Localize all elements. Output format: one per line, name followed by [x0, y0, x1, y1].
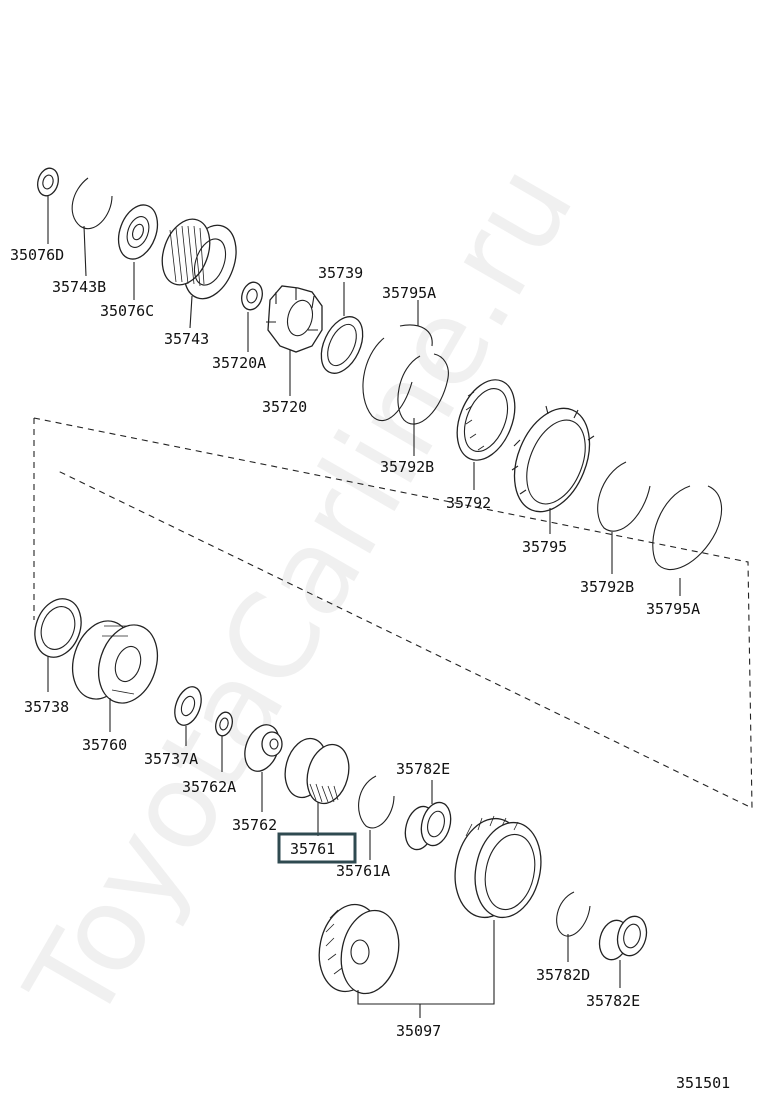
label-35076C[interactable]: 35076C: [100, 302, 154, 320]
label-35792B-right[interactable]: 35792B: [580, 578, 634, 596]
part-35792B-right[interactable]: [597, 461, 651, 532]
label-35743[interactable]: 35743: [164, 330, 209, 348]
label-35795A-right[interactable]: 35795A: [646, 600, 700, 618]
part-35782D[interactable]: [556, 891, 591, 937]
highlight-box-35761: [277, 832, 357, 864]
diagram-code: 351501: [676, 1074, 730, 1092]
part-35792[interactable]: [446, 371, 526, 468]
label-35792B-top[interactable]: 35792B: [380, 458, 434, 476]
label-35782E-bottom[interactable]: 35782E: [586, 992, 640, 1010]
part-35097-drum[interactable]: [446, 812, 549, 924]
part-35762A[interactable]: [213, 710, 235, 737]
label-35760[interactable]: 35760: [82, 736, 127, 754]
label-35739[interactable]: 35739: [318, 264, 363, 282]
leader-lines: [47, 196, 681, 1018]
part-35782E-upper[interactable]: [401, 799, 455, 853]
part-35782E-lower[interactable]: [595, 913, 650, 963]
part-35795A-right[interactable]: [652, 485, 723, 571]
part-35795A-upper[interactable]: [362, 324, 433, 422]
part-35762[interactable]: [239, 720, 285, 776]
label-35782D[interactable]: 35782D: [536, 966, 590, 984]
label-35737A[interactable]: 35737A: [144, 750, 198, 768]
label-35795A-top[interactable]: 35795A: [382, 284, 436, 302]
label-35097[interactable]: 35097: [396, 1022, 441, 1040]
label-35761A[interactable]: 35761A: [336, 862, 390, 880]
part-35761A[interactable]: [358, 775, 395, 829]
part-35738[interactable]: [27, 592, 89, 663]
label-35076D[interactable]: 35076D: [10, 246, 64, 264]
part-35097-gear[interactable]: [312, 899, 407, 999]
label-35795[interactable]: 35795: [522, 538, 567, 556]
label-35743B[interactable]: 35743B: [52, 278, 106, 296]
label-35782E-top[interactable]: 35782E: [396, 760, 450, 778]
label-35761[interactable]: 35761: [290, 840, 335, 858]
part-35739[interactable]: [313, 310, 371, 380]
label-35720[interactable]: 35720: [262, 398, 307, 416]
assembly-frame: [33, 417, 753, 809]
part-35076C[interactable]: [112, 200, 165, 265]
label-35762A[interactable]: 35762A: [182, 778, 236, 796]
label-35738[interactable]: 35738: [24, 698, 69, 716]
label-35762[interactable]: 35762: [232, 816, 277, 834]
part-35761[interactable]: [279, 734, 355, 808]
part-35760[interactable]: [63, 613, 167, 710]
part-35795[interactable]: [500, 397, 604, 523]
part-35743B[interactable]: [71, 177, 113, 230]
part-35076D[interactable]: [35, 166, 62, 198]
part-35743[interactable]: [154, 213, 246, 306]
part-35720A[interactable]: [239, 280, 266, 312]
part-35720[interactable]: [266, 285, 323, 353]
label-35792[interactable]: 35792: [446, 494, 491, 512]
part-35792B-upper[interactable]: [397, 353, 449, 425]
part-35737A[interactable]: [170, 683, 206, 729]
label-35720A[interactable]: 35720A: [212, 354, 266, 372]
